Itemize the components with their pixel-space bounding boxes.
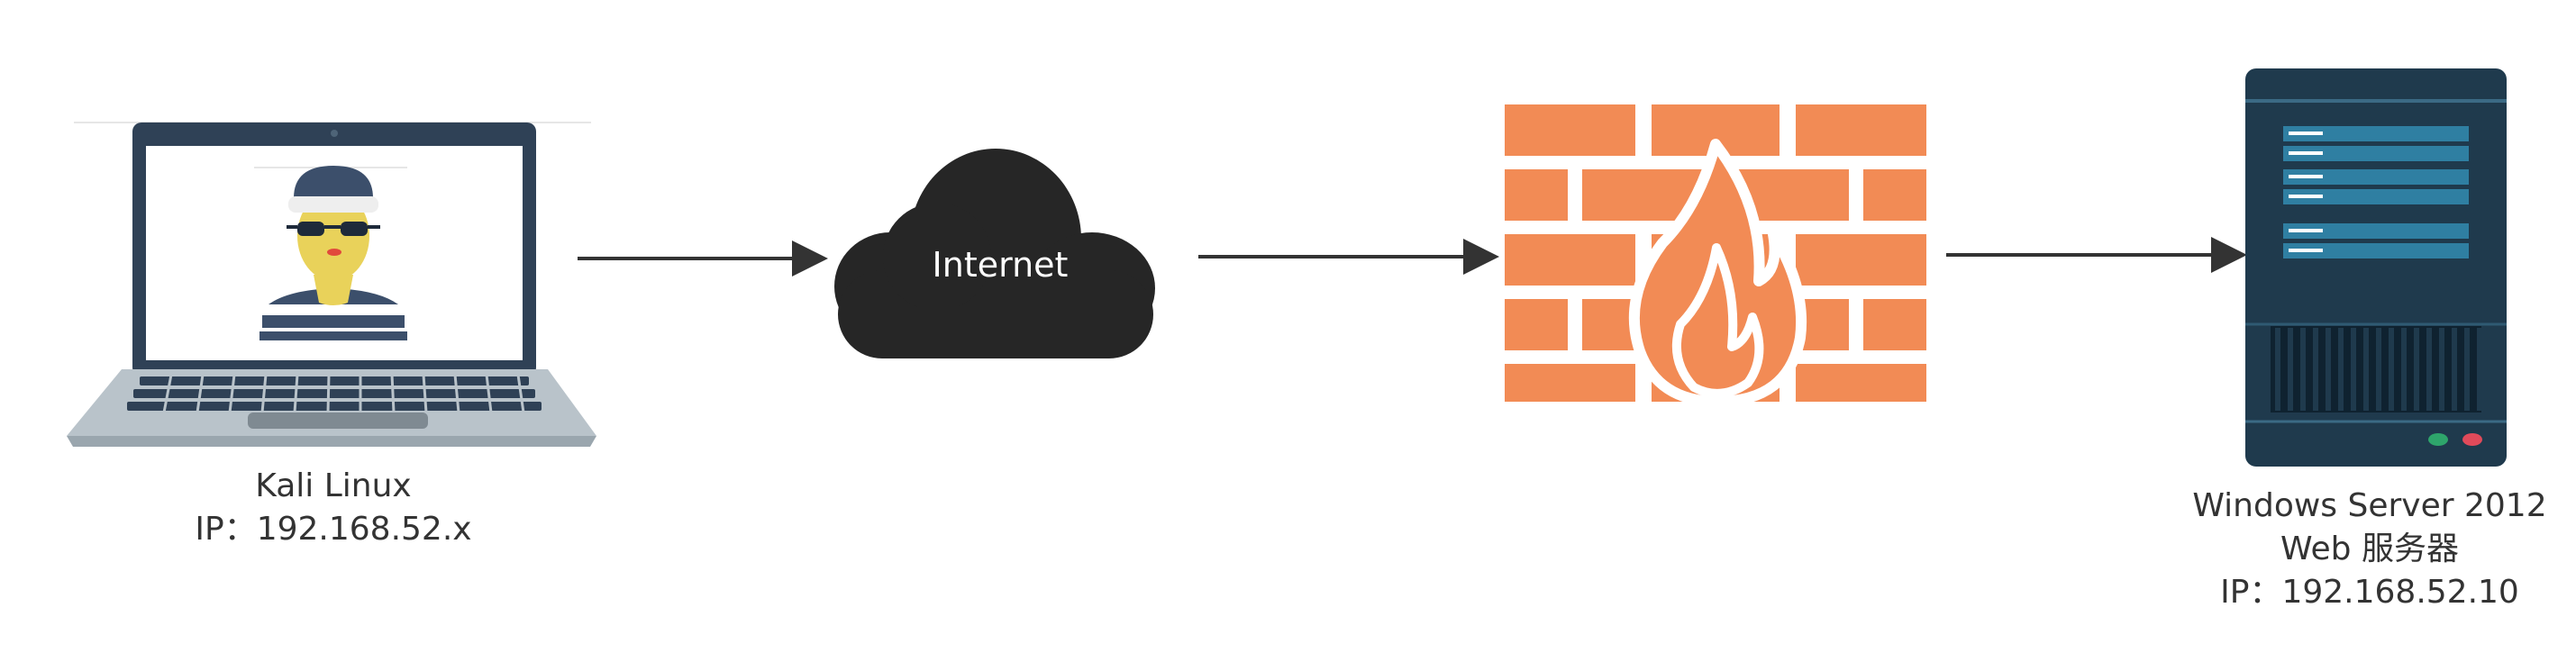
firewall-icon xyxy=(1505,104,1926,407)
attacker-ip-text: IP：192.168.52.x xyxy=(195,511,472,548)
internet-label: Internet xyxy=(932,245,1069,285)
hacker-laptop-icon xyxy=(67,122,596,447)
attacker-label: Kali Linux IP：192.168.52.x xyxy=(126,465,541,551)
server-os-text: Windows Server 2012 xyxy=(2192,487,2547,524)
attacker-os-text: Kali Linux xyxy=(255,467,412,504)
server-icon xyxy=(2245,68,2507,467)
cloud-icon xyxy=(834,149,1155,358)
server-role-text: Web 服务器 xyxy=(2280,531,2459,567)
server-ip-text: IP：192.168.52.10 xyxy=(2220,574,2519,611)
server-label: Windows Server 2012 Web 服务器 IP：192.168.5… xyxy=(2162,485,2576,614)
